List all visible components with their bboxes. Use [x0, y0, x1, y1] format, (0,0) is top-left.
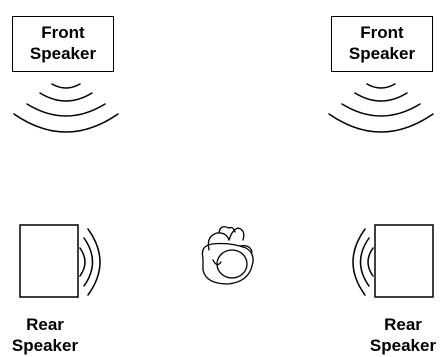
front-left-speaker-label-line2: Speaker	[13, 44, 113, 63]
rear-left-speaker-box	[20, 225, 78, 297]
rear-left-speaker-label-line2: Speaker	[2, 336, 88, 355]
listener-figure	[202, 227, 253, 284]
rear-right-speaker-label-line1: Rear	[360, 315, 446, 334]
rear-right-sound-waves	[353, 229, 373, 295]
rear-right-speaker-box	[375, 225, 433, 297]
rear-left-sound-waves	[80, 229, 100, 295]
front-right-speaker-label-line2: Speaker	[332, 44, 432, 63]
front-left-speaker-box: Front Speaker	[12, 16, 114, 72]
front-right-speaker-label-line1: Front	[332, 23, 432, 42]
front-right-sound-waves	[329, 84, 433, 132]
front-left-sound-waves	[14, 84, 118, 132]
rear-left-speaker-label-line1: Rear	[2, 315, 88, 334]
front-left-speaker-label-line1: Front	[13, 23, 113, 42]
rear-right-speaker-label-line2: Speaker	[360, 336, 446, 355]
front-right-speaker-box: Front Speaker	[331, 16, 433, 72]
